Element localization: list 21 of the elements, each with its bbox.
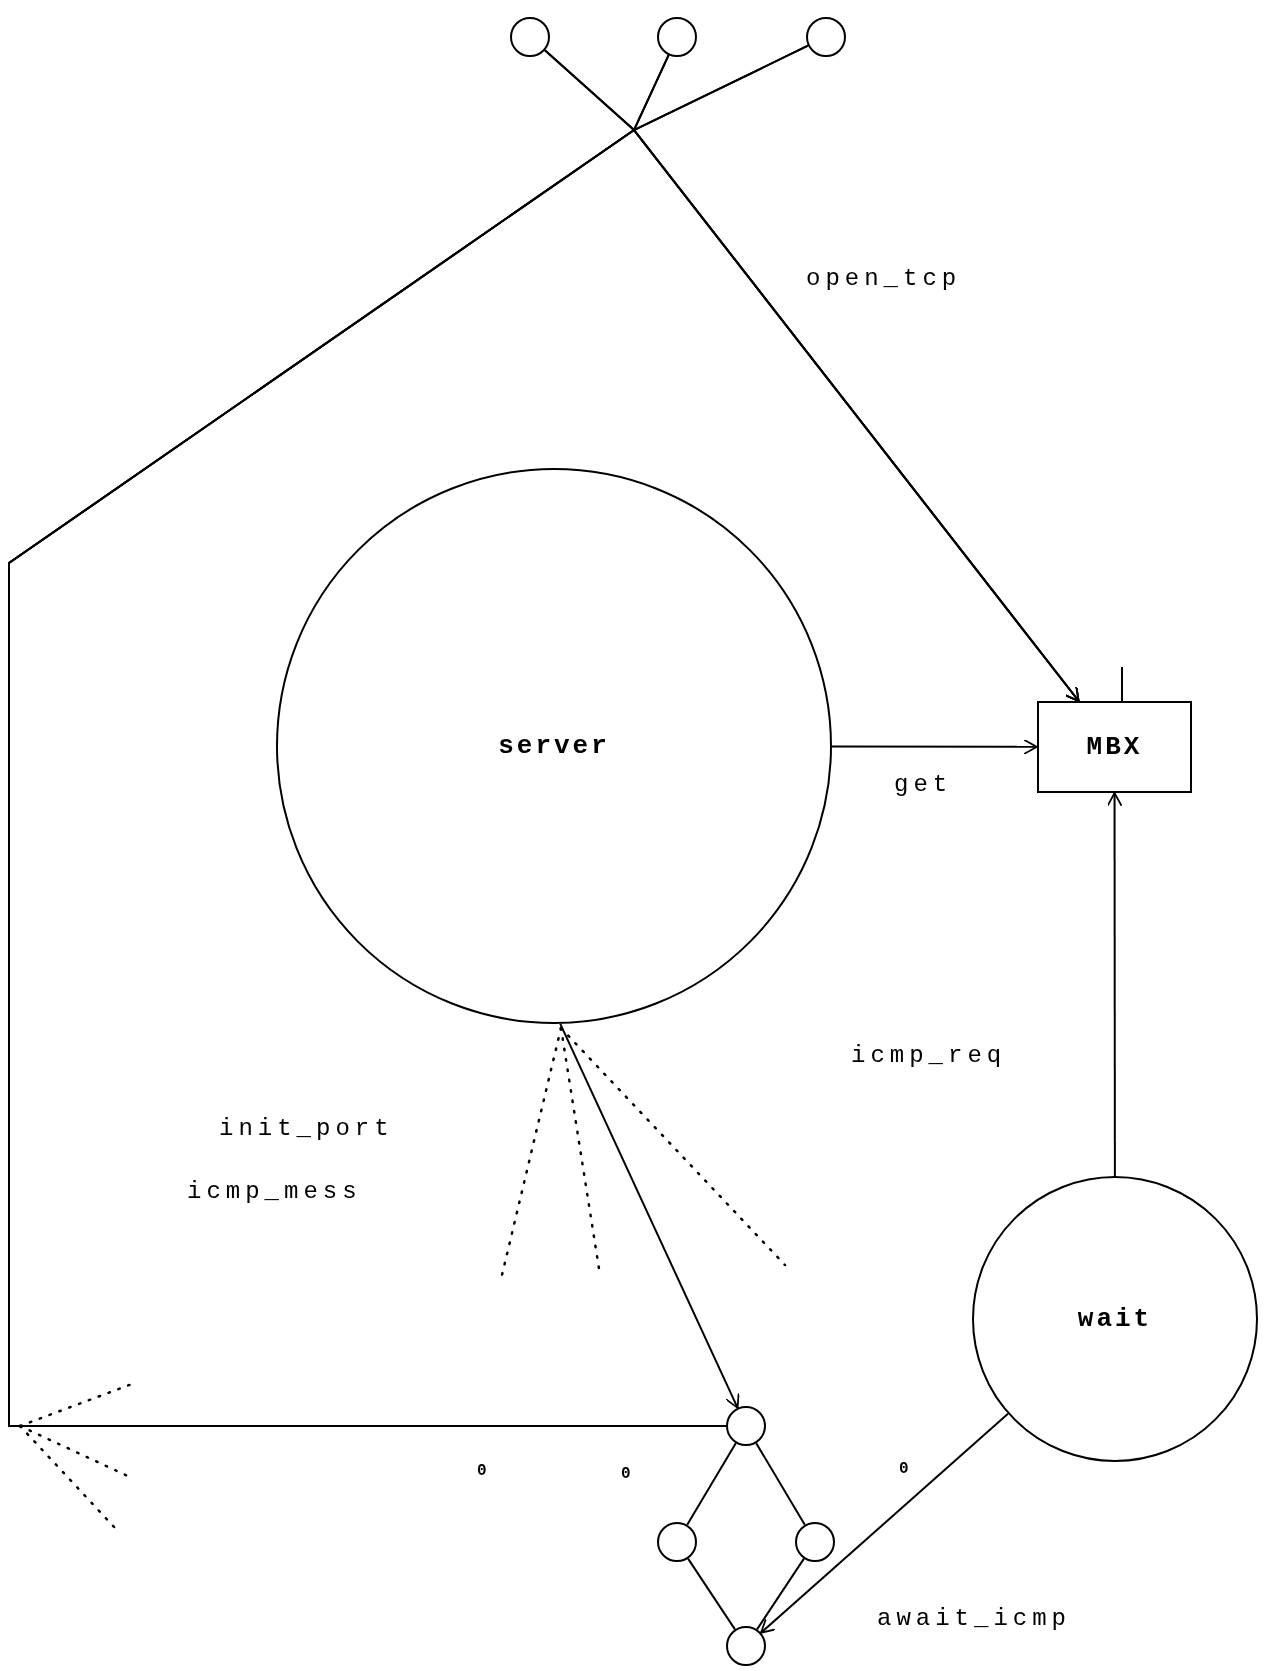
connector-line — [756, 1557, 805, 1631]
node-label: server — [498, 731, 610, 761]
junction-circle — [726, 1406, 766, 1446]
arrow — [759, 1412, 1009, 1634]
process-circle — [276, 468, 832, 1024]
mailbox-box — [1037, 701, 1192, 793]
connector-line — [755, 1442, 806, 1526]
arrow — [1106, 792, 1123, 1177]
connector-line — [687, 1557, 736, 1631]
junction-circle — [657, 17, 697, 57]
junction-circle — [795, 1522, 835, 1562]
junction-circle — [510, 17, 550, 57]
arrow — [831, 738, 1038, 755]
junction-circle — [657, 1522, 697, 1562]
arrow — [559, 1022, 740, 1409]
junction-circle — [726, 1626, 766, 1666]
connector-line — [686, 1442, 737, 1526]
junction-circle — [806, 17, 846, 57]
node-label: MBX — [1086, 732, 1143, 762]
process-circle — [972, 1176, 1258, 1462]
node-label: wait — [1077, 1304, 1153, 1334]
